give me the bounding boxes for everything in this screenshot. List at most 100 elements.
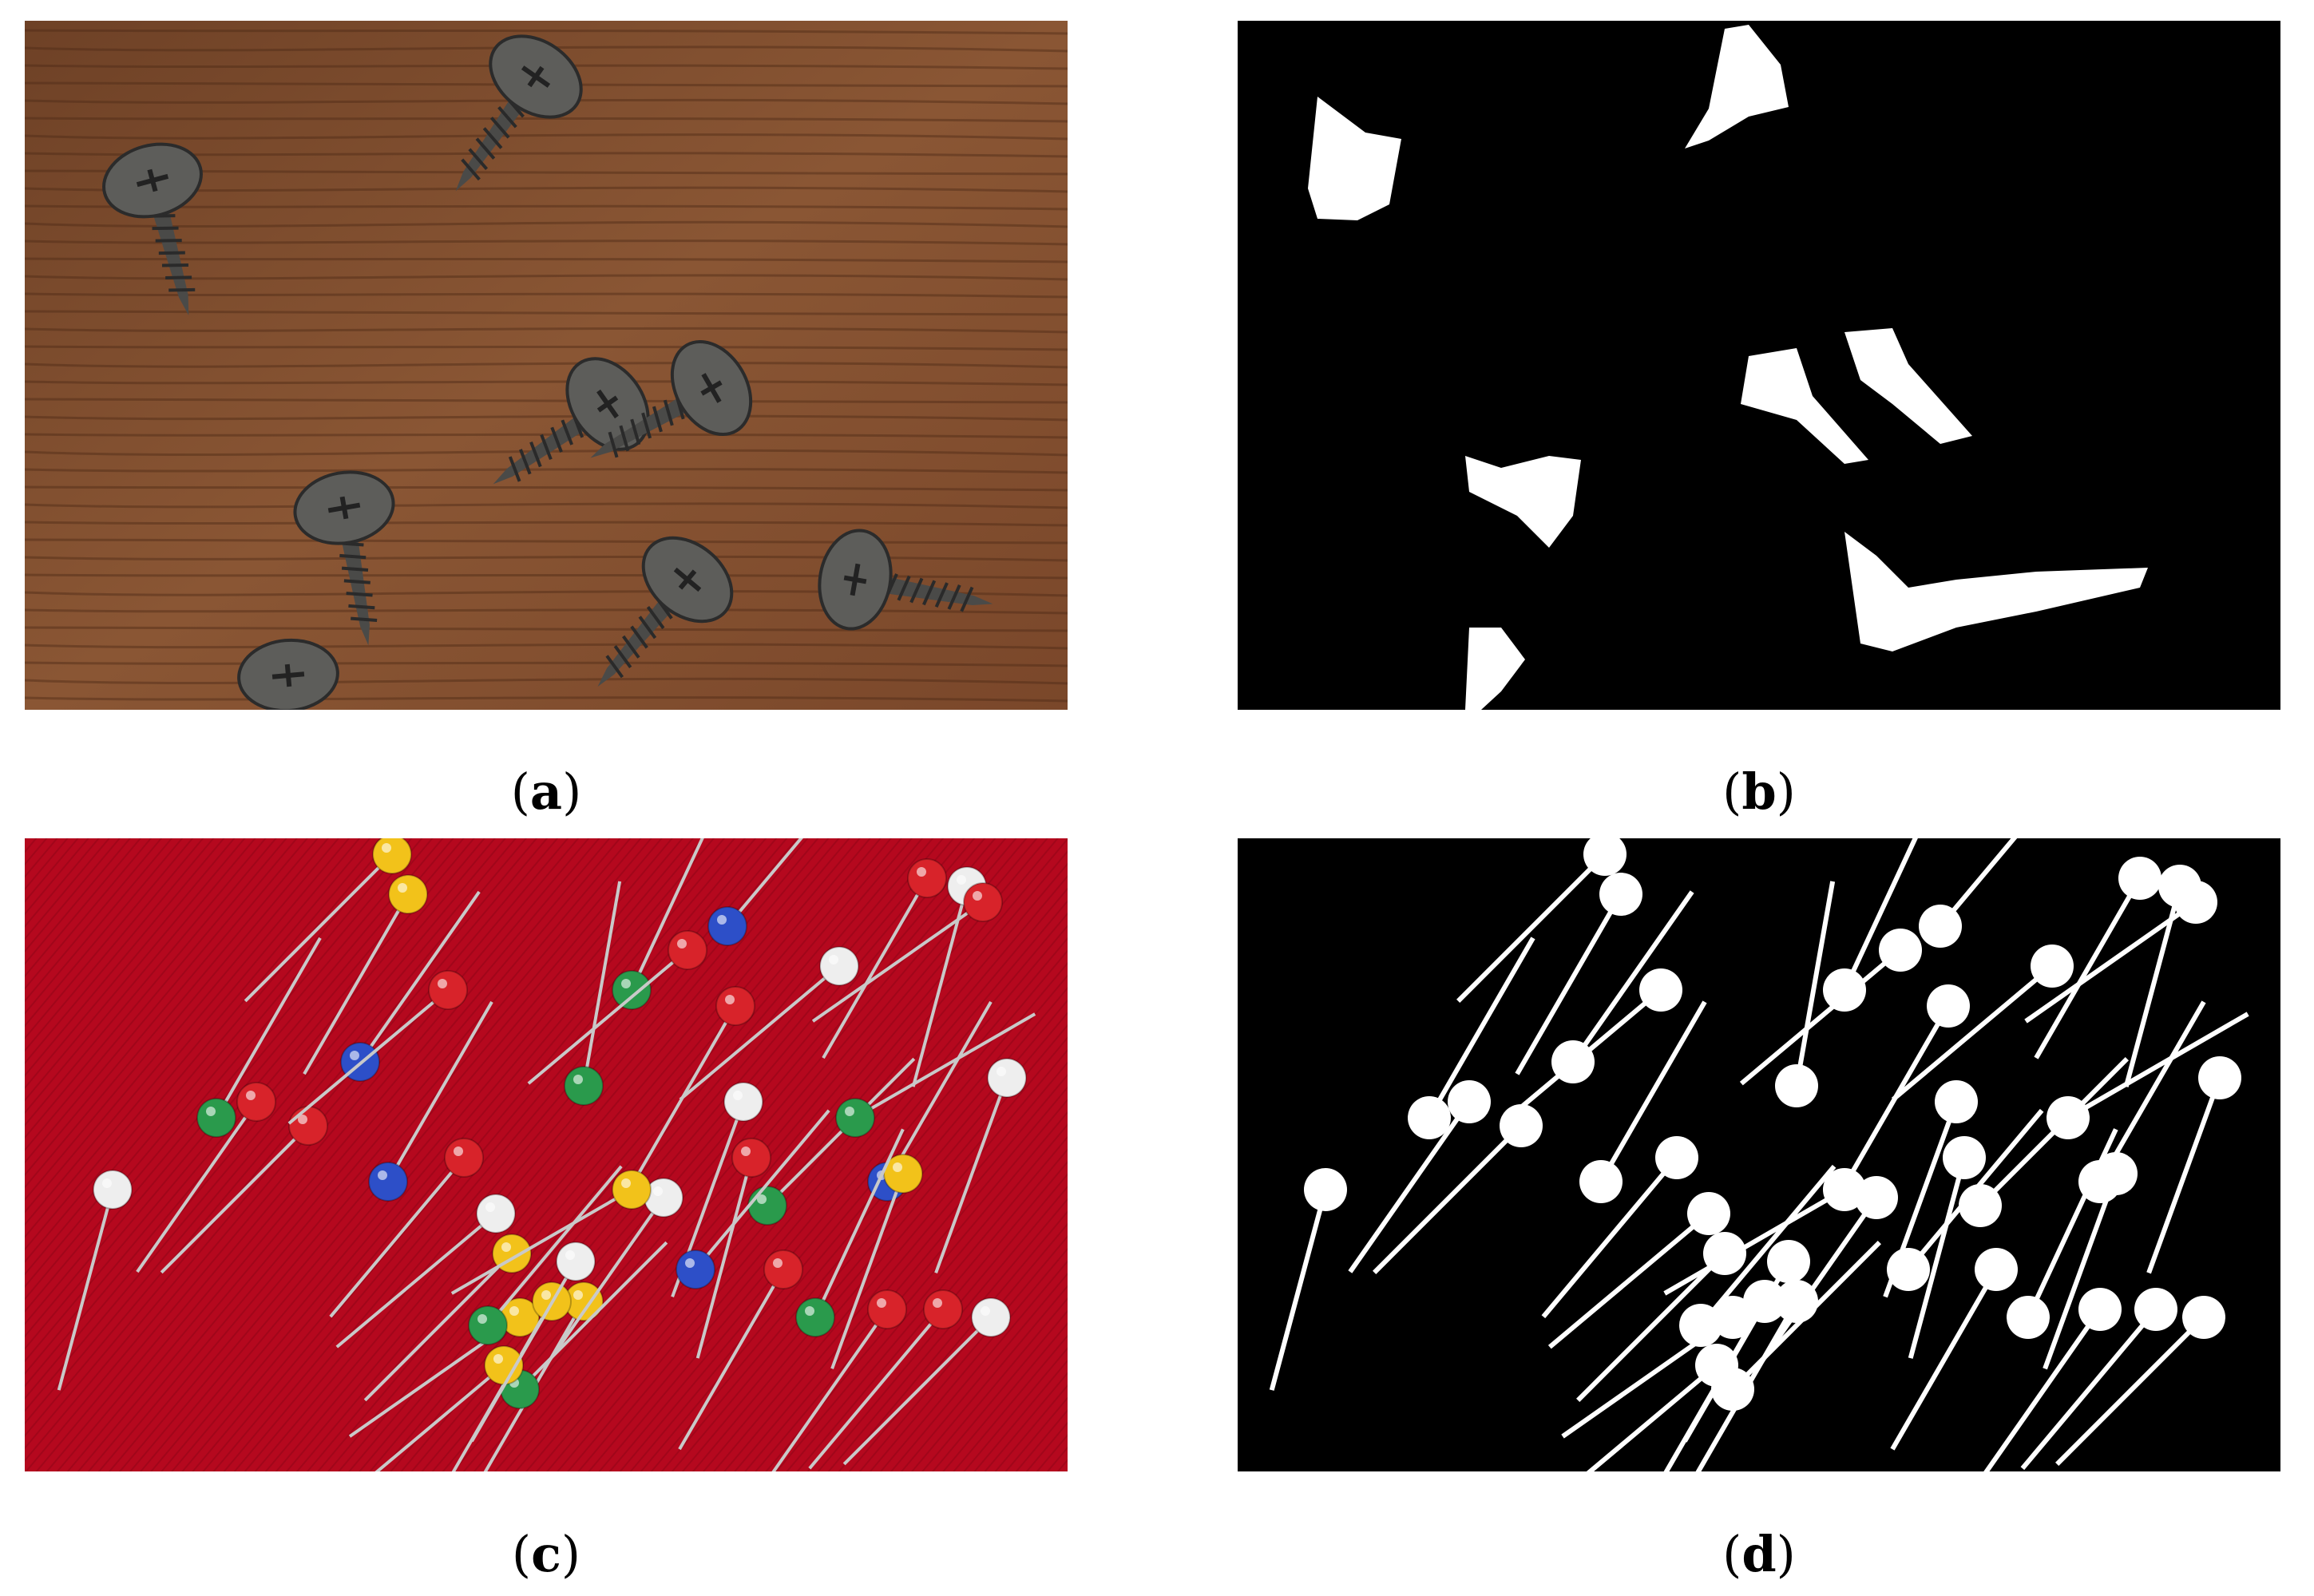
pin-head-mask — [1775, 1064, 1818, 1107]
screws-photo — [25, 21, 1068, 710]
screw-thread — [519, 449, 532, 475]
pin-shaft — [136, 1100, 258, 1273]
panel-d-pins-mask — [1238, 838, 2280, 1471]
pin-blob — [1515, 873, 1642, 1075]
pin — [136, 1082, 276, 1273]
pin-head-mask — [2007, 1296, 2050, 1339]
pin-blob — [1682, 1240, 1810, 1443]
pin-highlight — [973, 891, 982, 901]
pin — [707, 838, 803, 946]
pin-shaft-mask — [1890, 1268, 1999, 1451]
pin-blob — [2146, 1056, 2241, 1274]
screw-slot — [327, 496, 361, 520]
pin-blob — [2055, 1296, 2225, 1466]
screw-thread — [909, 577, 924, 604]
pin-shaft-mask — [2146, 1076, 2222, 1274]
pin — [244, 838, 412, 1003]
grain-line — [25, 502, 1068, 509]
pin — [564, 881, 622, 1106]
pin-head — [747, 1186, 787, 1226]
pin-shaft — [630, 838, 704, 991]
screw — [237, 638, 339, 710]
pin-blob — [1891, 945, 2074, 1102]
pin-head-mask — [2118, 857, 2161, 900]
pin-highlight — [725, 995, 735, 1004]
pin-head — [835, 1098, 875, 1138]
pin-head-mask — [1583, 838, 1627, 876]
pin-highlight — [829, 955, 838, 964]
pin-head-mask — [2134, 1288, 2177, 1331]
pin-head-mask — [2182, 1296, 2225, 1339]
pin-head-mask — [1927, 984, 1970, 1028]
pins-photo — [25, 838, 1068, 1471]
pin-shaft-mask — [1755, 1196, 1879, 1369]
pin — [303, 874, 428, 1075]
screw-slot — [596, 389, 619, 419]
screw-thread — [346, 592, 373, 597]
pin-blob — [2047, 1012, 2249, 1139]
screw-thread — [897, 575, 911, 601]
pin-head — [612, 970, 652, 1010]
pin-highlight — [733, 1091, 743, 1100]
screw-thread — [489, 117, 510, 139]
pin-shaft — [543, 1196, 665, 1369]
pin — [835, 1012, 1036, 1138]
pin — [842, 1297, 1011, 1466]
pin-highlight — [350, 1051, 359, 1060]
pin-head — [388, 874, 428, 914]
pin-shaft-mask — [1515, 893, 1623, 1075]
pin — [934, 1058, 1027, 1274]
pin-blob — [1408, 937, 1535, 1139]
pin-head-mask — [1639, 968, 1682, 1012]
pin-blob — [2024, 881, 2217, 1024]
screw-thread — [663, 399, 674, 426]
grain-line — [25, 661, 1068, 667]
screw-thread — [508, 456, 521, 482]
grain-line — [25, 398, 1068, 404]
screw-thread — [161, 263, 188, 267]
pin-highlight — [773, 1258, 783, 1268]
pin — [287, 970, 468, 1125]
grain-line — [25, 327, 1068, 334]
pin-head-mask — [2047, 1096, 2090, 1139]
pin-shaft — [771, 1308, 889, 1471]
screw-slot — [673, 567, 702, 592]
grain-line — [25, 310, 1068, 316]
screw — [293, 470, 395, 646]
pin-shaft-mask — [1541, 1156, 1679, 1319]
pin-head-mask — [1975, 1248, 2018, 1291]
screw-thread — [630, 418, 641, 446]
pin-head-mask — [2198, 1056, 2241, 1099]
pin-highlight — [493, 1354, 503, 1364]
grain-line — [25, 380, 1068, 386]
grain-line — [25, 257, 1068, 263]
pin-head-mask — [1823, 968, 1866, 1012]
screw-thread — [461, 158, 481, 181]
pin-head — [476, 1194, 516, 1234]
pin-blob — [2034, 857, 2161, 1059]
pin-head-mask — [2094, 1152, 2138, 1195]
pin-shaft-mask — [1348, 1100, 1472, 1273]
pin — [470, 1242, 596, 1443]
pin-shaft — [450, 1188, 632, 1295]
pin-shaft-mask — [1269, 1189, 1328, 1391]
grain-line — [25, 345, 1068, 351]
grain-line — [25, 98, 1068, 105]
pin-shaft — [842, 1316, 993, 1466]
pin — [822, 858, 947, 1059]
screw-thread — [168, 287, 196, 292]
screw-blob — [1308, 97, 1401, 220]
pin-highlight — [933, 1298, 942, 1308]
screw-thread — [475, 137, 496, 160]
screw-thread — [339, 553, 367, 560]
grain-line — [25, 414, 1068, 422]
pin-highlight — [206, 1107, 216, 1116]
pin-shaft — [160, 1124, 310, 1274]
screw-thread — [497, 106, 517, 129]
grain-line — [25, 485, 1068, 492]
pin-blob — [1823, 838, 1918, 1012]
screw-thread — [608, 431, 619, 458]
pin — [678, 1249, 803, 1451]
pin-shaft-mask — [1599, 1000, 1707, 1183]
pin-shaft — [822, 877, 929, 1059]
